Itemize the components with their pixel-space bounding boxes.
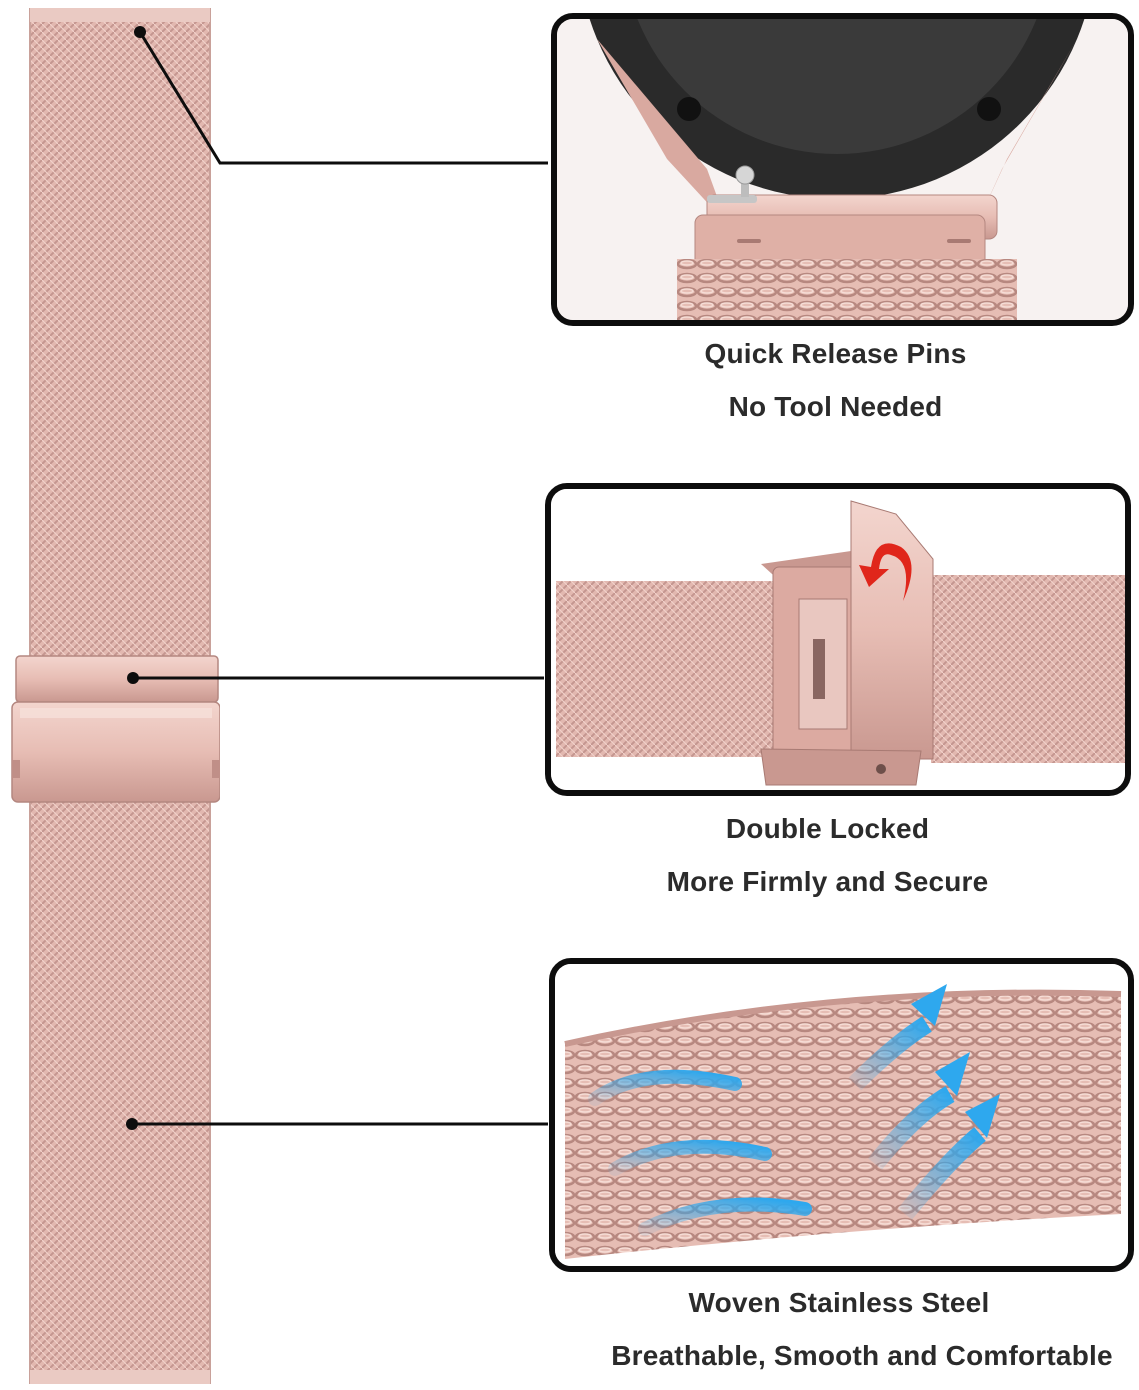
feature-2-title: Double Locked <box>725 813 930 844</box>
lock-arrow-icon <box>859 543 912 601</box>
feature-image-double-locked <box>545 483 1131 796</box>
mesh-band <box>10 7 221 1385</box>
airflow-arrow-icon <box>588 984 1000 1236</box>
woven-steel-illustration <box>555 964 1128 1266</box>
mesh-band-graphic <box>11 7 221 1385</box>
feature-2-subtitle: More Firmly and Secure <box>666 866 989 897</box>
quick-release-pin-icon <box>707 165 757 203</box>
feature-image-quick-release <box>551 13 1134 326</box>
feature-3-subtitle: Breathable, Smooth and Comfortable <box>611 1340 1113 1371</box>
feature-1-title: Quick Release Pins <box>704 338 967 369</box>
feature-1-subtitle: No Tool Needed <box>728 391 943 422</box>
feature-3-title: Woven Stainless Steel <box>688 1287 990 1318</box>
quick-release-illustration <box>557 19 1128 320</box>
buckle <box>11 655 221 803</box>
feature-image-woven-steel <box>549 958 1134 1272</box>
double-locked-illustration <box>551 489 1125 790</box>
